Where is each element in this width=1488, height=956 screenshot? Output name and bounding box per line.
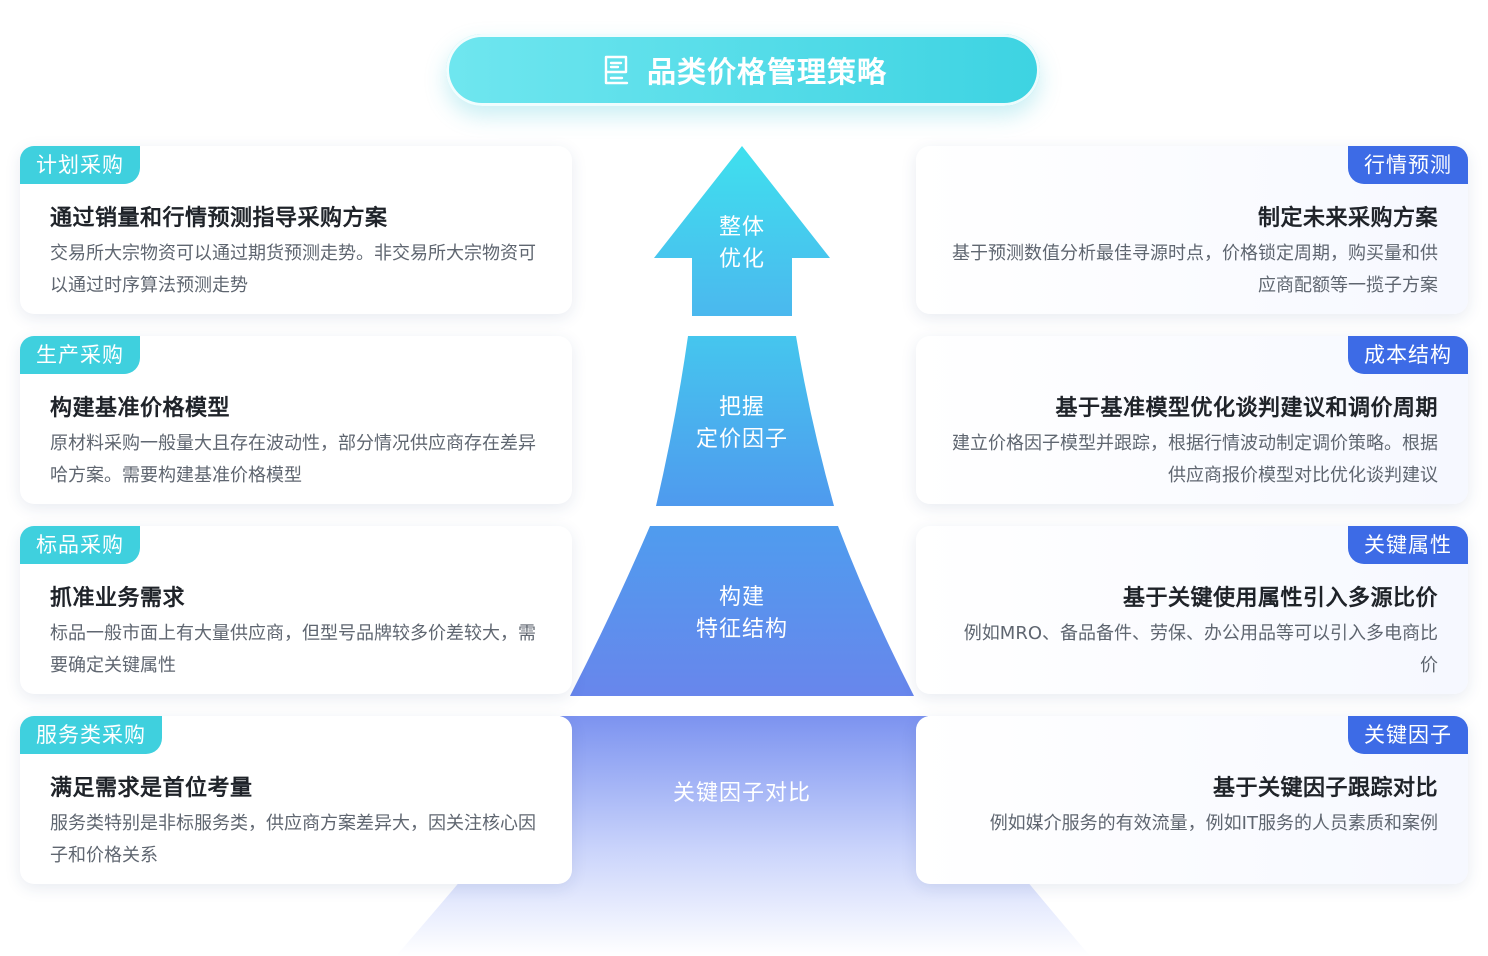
card-desc: 交易所大宗物资可以通过期货预测走势。非交易所大宗物资可以通过时序算法预测走势 xyxy=(50,243,536,296)
card-title: 制定未来采购方案 xyxy=(1257,206,1438,231)
page-title-text: 品类价格管理策略 xyxy=(646,55,887,89)
card-desc: 例如MRO、备品备件、劳保、办公用品等可以引入多电商比价 xyxy=(963,623,1438,676)
tier-2-line1: 把握 xyxy=(718,395,765,420)
tier-label-1: 整体 优化 xyxy=(692,212,792,276)
card-title: 基于关键因子跟踪对比 xyxy=(1212,776,1438,801)
tier-label-4: 关键因子对比 xyxy=(632,778,852,810)
card-tag: 服务类采购 xyxy=(20,716,162,754)
card-tag: 生产采购 xyxy=(20,336,140,374)
card-desc: 标品一般市面上有大量供应商，但型号品牌较多价差较大，需要确定关键属性 xyxy=(50,623,536,676)
card-standard-purchase: 标品采购 抓准业务需求 标品一般市面上有大量供应商，但型号品牌较多价差较大，需要… xyxy=(20,526,572,694)
card-title: 抓准业务需求 xyxy=(50,586,186,611)
tier-1-line1: 整体 xyxy=(718,215,765,240)
pyramid-tier-2 xyxy=(656,336,834,506)
card-desc: 服务类特别是非标服务类，供应商方案差异大，因关注核心因子和价格关系 xyxy=(50,813,536,866)
card-cost-structure: 成本结构 基于基准模型优化谈判建议和调价周期 建立价格因子模型并跟踪，根据行情波… xyxy=(916,336,1468,504)
tier-2-line2: 定价因子 xyxy=(695,427,788,452)
card-desc: 原材料采购一般量大且存在波动性，部分情况供应商存在差异哈方案。需要构建基准价格模… xyxy=(50,433,536,486)
card-tag: 关键属性 xyxy=(1348,526,1468,564)
card-tag: 成本结构 xyxy=(1348,336,1468,374)
card-plan-purchase: 计划采购 通过销量和行情预测指导采购方案 交易所大宗物资可以通过期货预测走势。非… xyxy=(20,146,572,314)
card-market-forecast: 行情预测 制定未来采购方案 基于预测数值分析最佳寻源时点，价格锁定周期，购买量和… xyxy=(916,146,1468,314)
card-key-factors: 关键因子 基于关键因子跟踪对比 例如媒介服务的有效流量，例如IT服务的人员素质和… xyxy=(916,716,1468,884)
pyramid-tier-1-arrow xyxy=(654,146,830,316)
card-production-purchase: 生产采购 构建基准价格模型 原材料采购一般量大且存在波动性，部分情况供应商存在差… xyxy=(20,336,572,504)
tier-4-line1: 关键因子对比 xyxy=(672,781,811,806)
tier-3-line1: 构建 xyxy=(718,585,765,610)
card-tag: 标品采购 xyxy=(20,526,140,564)
tier-3-line2: 特征结构 xyxy=(695,617,788,642)
card-title: 通过销量和行情预测指导采购方案 xyxy=(50,206,388,231)
card-tag: 关键因子 xyxy=(1348,716,1468,754)
card-tag: 计划采购 xyxy=(20,146,140,184)
tier-label-3: 构建 特征结构 xyxy=(662,582,822,646)
page-title: 品类价格管理策略 xyxy=(446,34,1040,106)
card-title: 基于基准模型优化谈判建议和调价周期 xyxy=(1055,396,1438,421)
tier-label-2: 把握 定价因子 xyxy=(672,392,812,456)
document-list-icon xyxy=(604,55,629,85)
card-key-attributes: 关键属性 基于关键使用属性引入多源比价 例如MRO、备品备件、劳保、办公用品等可… xyxy=(916,526,1468,694)
card-desc: 基于预测数值分析最佳寻源时点，价格锁定周期，购买量和供应商配额等一揽子方案 xyxy=(952,243,1438,296)
card-tag: 行情预测 xyxy=(1348,146,1468,184)
card-title: 构建基准价格模型 xyxy=(50,396,231,421)
tier-1-line2: 优化 xyxy=(718,247,765,272)
card-service-purchase: 服务类采购 满足需求是首位考量 服务类特别是非标服务类，供应商方案差异大，因关注… xyxy=(20,716,572,884)
card-desc: 例如媒介服务的有效流量，例如IT服务的人员素质和案例 xyxy=(989,813,1438,834)
pyramid-tier-3 xyxy=(570,526,914,696)
card-desc: 建立价格因子模型并跟踪，根据行情波动制定调价策略。根据供应商报价模型对比优化谈判… xyxy=(952,433,1438,486)
card-title: 基于关键使用属性引入多源比价 xyxy=(1122,586,1438,611)
card-title: 满足需求是首位考量 xyxy=(50,776,253,801)
